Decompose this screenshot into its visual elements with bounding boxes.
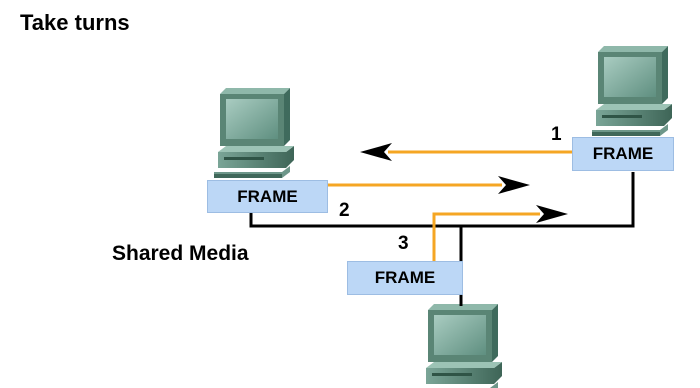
frame-box-left: FRAME (207, 180, 328, 213)
arrowhead-right-1 (498, 176, 530, 194)
step-number-3: 3 (398, 233, 409, 254)
shared-media-label: Shared Media (112, 242, 249, 265)
computer-icon (422, 304, 502, 388)
frame-box-top-right: FRAME (572, 137, 674, 171)
arrowhead-right-2 (536, 205, 568, 223)
frame-box-bottom: FRAME (347, 261, 463, 295)
computer-icon (214, 88, 294, 178)
computer-icon (592, 46, 672, 136)
step-number-1: 1 (551, 124, 562, 145)
signal-arrows (328, 150, 572, 264)
step-number-2: 2 (339, 200, 350, 221)
arrowhead-left (360, 143, 392, 161)
page-title: Take turns (20, 10, 130, 35)
